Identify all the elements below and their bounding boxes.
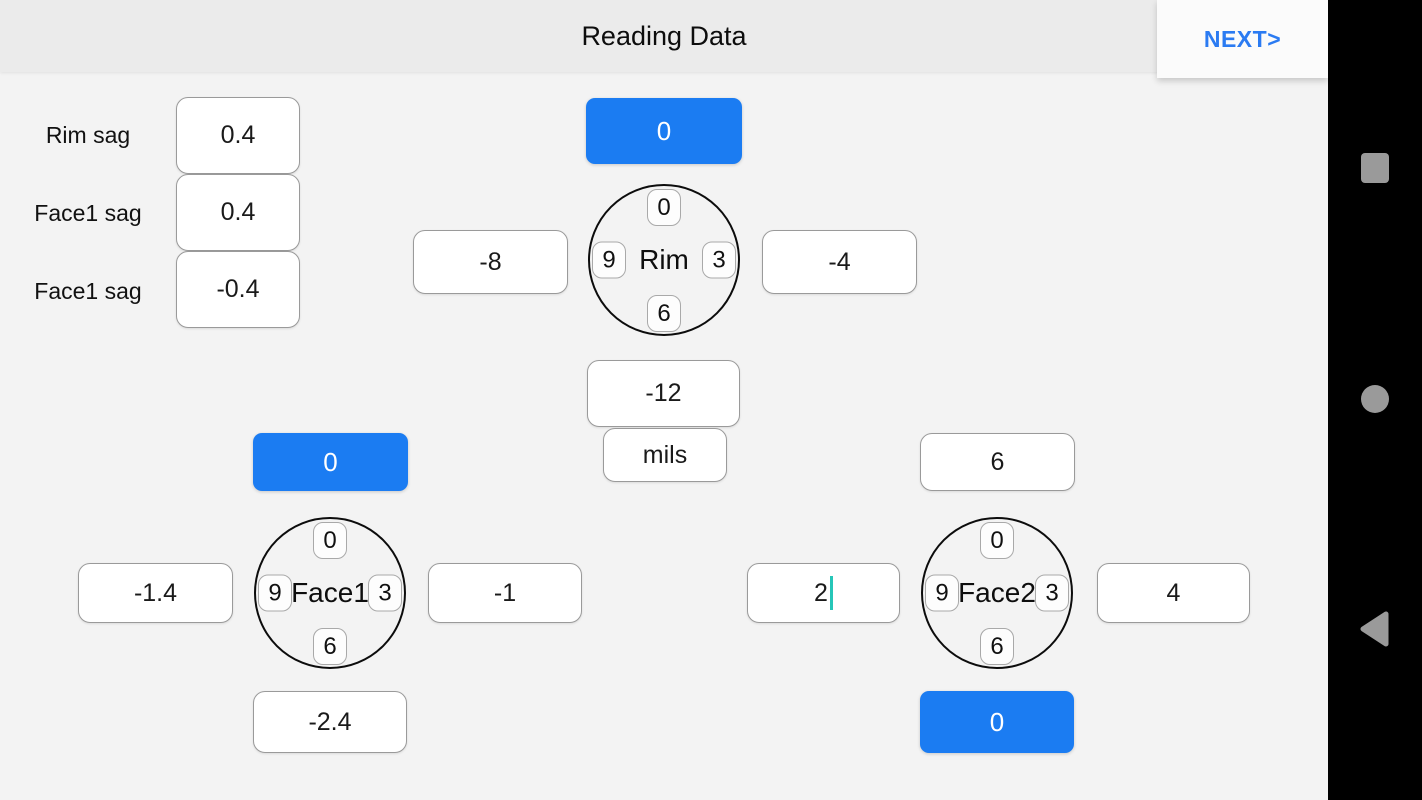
face1-sag-label-2: Face1 sag — [34, 277, 142, 304]
face2-right-reading-input[interactable]: 4 — [1097, 563, 1250, 623]
face1-right-reading-input[interactable]: -1 — [428, 563, 582, 623]
face2-dial: 0 9 3 6 Face2 — [921, 517, 1073, 669]
rim-dial: 0 9 3 6 Rim — [588, 184, 740, 336]
face1-bottom-reading-input[interactable]: -2.4 — [253, 691, 407, 753]
next-button-label: NEXT> — [1203, 25, 1282, 52]
face1-dial-label: Face1 — [291, 577, 369, 608]
text-cursor — [829, 576, 833, 610]
rim-clock-9-chip: 9 — [592, 241, 626, 279]
face1-clock-9-chip: 9 — [258, 574, 292, 612]
face1-sag-input-2[interactable]: -0.4 — [176, 251, 300, 328]
home-circle-icon[interactable] — [1361, 385, 1389, 413]
face2-clock-0-chip: 0 — [980, 522, 1014, 559]
face1-clock-6-chip: 6 — [313, 628, 347, 665]
next-button[interactable]: NEXT> — [1157, 0, 1328, 78]
rim-clock-3-chip: 3 — [702, 241, 736, 279]
android-nav-bar — [1328, 0, 1422, 800]
face1-left-reading-input[interactable]: -1.4 — [78, 563, 233, 623]
face1-clock-3-chip: 3 — [368, 574, 402, 612]
face2-clock-6-chip: 6 — [980, 628, 1014, 665]
face2-top-reading-input[interactable]: 6 — [920, 433, 1075, 491]
face1-top-reading-button[interactable]: 0 — [253, 433, 408, 491]
face1-dial: 0 9 3 6 Face1 — [254, 517, 406, 669]
face1-sag-input[interactable]: 0.4 — [176, 174, 300, 251]
face2-clock-9-chip: 9 — [925, 574, 959, 612]
rim-sag-input[interactable]: 0.4 — [176, 97, 300, 174]
recents-square-icon[interactable] — [1361, 153, 1389, 183]
rim-clock-6-chip: 6 — [647, 295, 681, 332]
rim-bottom-reading-input[interactable]: -12 — [587, 360, 740, 427]
face2-dial-label: Face2 — [958, 577, 1036, 608]
face2-clock-3-chip: 3 — [1035, 574, 1069, 612]
back-triangle-icon[interactable] — [1358, 610, 1390, 648]
units-box[interactable]: mils — [603, 428, 727, 482]
face2-bottom-reading-button[interactable]: 0 — [920, 691, 1074, 753]
face1-clock-0-chip: 0 — [313, 522, 347, 559]
face2-left-reading-input[interactable]: 2 — [747, 563, 900, 623]
rim-sag-label: Rim sag — [45, 121, 131, 148]
rim-dial-label: Rim — [639, 244, 689, 275]
rim-left-reading-input[interactable]: -8 — [413, 230, 568, 294]
rim-clock-0-chip: 0 — [647, 189, 681, 226]
rim-top-reading-button[interactable]: 0 — [586, 98, 742, 164]
rim-right-reading-input[interactable]: -4 — [762, 230, 917, 294]
face1-sag-label: Face1 sag — [34, 199, 142, 226]
face2-left-reading-value: 2 — [814, 578, 828, 607]
app-header: Reading Data — [0, 0, 1328, 72]
page-title: Reading Data — [581, 20, 747, 51]
